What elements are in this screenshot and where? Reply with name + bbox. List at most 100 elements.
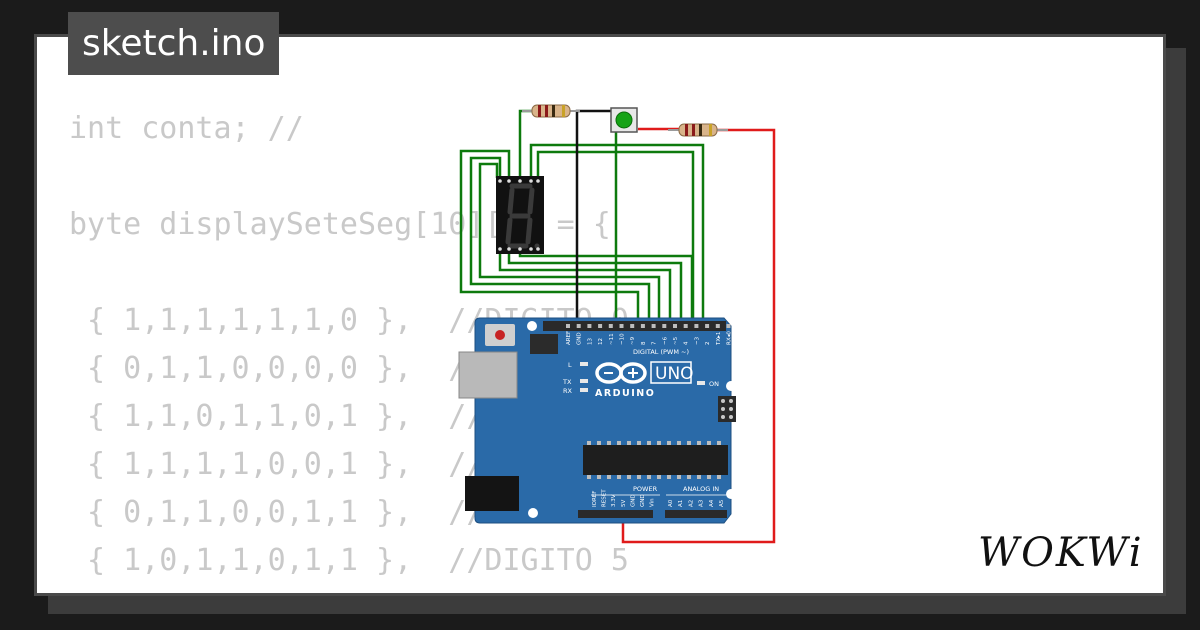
chip-pin xyxy=(647,475,651,479)
digital-pin xyxy=(640,324,645,328)
chip-pins xyxy=(587,441,721,479)
resistor-2[interactable] xyxy=(668,123,728,137)
code-line: int conta; // xyxy=(69,111,304,146)
chip-pin xyxy=(617,475,621,479)
power-label: POWER xyxy=(633,485,658,493)
display-pins xyxy=(498,179,540,251)
chip-pin xyxy=(657,475,661,479)
digital-pin xyxy=(587,324,592,328)
digital-pin-label: ~6 xyxy=(662,336,668,345)
digital-pin xyxy=(683,324,688,328)
analog-pin-label: A4 xyxy=(709,499,715,507)
digital-pin-label: RX◂0 xyxy=(727,331,733,345)
green-wires xyxy=(459,109,705,330)
chip-pin xyxy=(667,475,671,479)
led-label-l: L xyxy=(568,361,572,369)
wire-segment xyxy=(536,150,695,330)
icsp-header xyxy=(530,334,558,354)
chip-pin xyxy=(677,475,681,479)
power-pin-label: Vin xyxy=(650,498,656,507)
power-pin-label: 3.3V xyxy=(611,494,617,507)
mount-hole xyxy=(726,381,736,391)
chip-pin xyxy=(707,441,711,445)
chip-pin xyxy=(597,475,601,479)
digital-pin xyxy=(630,324,635,328)
digital-pin xyxy=(662,324,667,328)
digital-pin xyxy=(673,324,677,328)
mount-hole xyxy=(528,508,538,518)
digital-pin-dots xyxy=(566,324,731,328)
led-label-tx: TX xyxy=(562,378,572,386)
chip-pin xyxy=(687,441,691,445)
resistor-1[interactable] xyxy=(522,104,580,118)
chip-pin xyxy=(587,475,591,479)
code-line xyxy=(69,153,629,201)
digital-pin-label: ~3 xyxy=(694,336,700,345)
chip-pin xyxy=(707,475,711,479)
digital-header xyxy=(543,321,726,331)
file-tab[interactable]: sketch.ino xyxy=(68,12,280,75)
led-label-on: ON xyxy=(709,380,719,388)
chip-pin xyxy=(607,441,611,445)
wokwi-logo: WOKWi xyxy=(978,530,1144,576)
mount-hole xyxy=(527,321,537,331)
digital-pin xyxy=(726,324,731,328)
digital-pin xyxy=(705,324,710,328)
code-line: { 1,0,1,1,0,1,1 }, //DIGITO 5 xyxy=(69,543,629,578)
digital-pin xyxy=(715,324,720,328)
chip-pin xyxy=(697,441,701,445)
preview-card: int conta; // byte displaySeteSeg[10][7] … xyxy=(34,34,1166,596)
chip-pin xyxy=(717,441,721,445)
digital-pin-label: AREF xyxy=(566,331,572,345)
power-jack xyxy=(465,476,519,511)
code-line: { 1,0,1,1,1,1,1 }, //DIGITO 6 xyxy=(69,585,629,593)
chip-pin xyxy=(657,441,661,445)
chip-pin xyxy=(627,441,631,445)
digital-pin xyxy=(608,324,613,328)
digital-pin-label: 7 xyxy=(652,341,658,345)
analog-pin-label: A2 xyxy=(688,500,694,507)
wire-segment xyxy=(529,143,705,330)
wire-segment xyxy=(469,156,651,330)
file-tab-label: sketch.ino xyxy=(82,23,266,64)
wire-segment xyxy=(498,248,672,330)
analog-pin-label: A0 xyxy=(668,499,674,507)
chip-pin xyxy=(687,475,691,479)
chip-pin xyxy=(667,441,671,445)
digital-pin-label: 12 xyxy=(598,338,604,345)
digital-pin-label: ~11 xyxy=(609,333,615,345)
digital-pin xyxy=(576,324,581,328)
digital-pin xyxy=(566,324,570,328)
analog-label: ANALOG IN xyxy=(683,485,719,493)
digital-pin-label: 4 xyxy=(684,341,690,345)
chip-pin xyxy=(617,441,621,445)
digital-pin-label: ~10 xyxy=(620,333,626,345)
chip-pin xyxy=(697,475,701,479)
chip-pin xyxy=(627,475,631,479)
wire-segment xyxy=(459,149,640,330)
uno-badge xyxy=(650,361,692,384)
chip-pin xyxy=(587,441,591,445)
digital-pin-label: 8 xyxy=(641,341,647,345)
digital-pin xyxy=(651,324,656,328)
usb-port xyxy=(458,351,518,399)
analog-pin-label: A1 xyxy=(678,500,684,507)
segments xyxy=(505,183,535,249)
wokwi-logo-text: WOKWi xyxy=(978,530,1144,576)
chip-pin xyxy=(717,475,721,479)
power-header xyxy=(578,510,653,518)
digital-pin-label: TX▸1 xyxy=(716,332,722,346)
power-pin-label: GND xyxy=(630,494,636,507)
reset-button[interactable] xyxy=(495,330,505,340)
analog-header xyxy=(665,510,727,518)
power-pin-label: IOREF xyxy=(592,491,598,507)
power-pin-label: GND xyxy=(640,494,646,507)
atmega-chip xyxy=(583,445,728,475)
analog-pin-label: A3 xyxy=(699,499,705,507)
digital-pin-label: 13 xyxy=(587,338,593,345)
digital-pin-label: ~5 xyxy=(673,336,679,345)
code-line: byte displaySeteSeg[10][7] = { xyxy=(69,207,611,242)
push-button[interactable] xyxy=(610,107,638,133)
